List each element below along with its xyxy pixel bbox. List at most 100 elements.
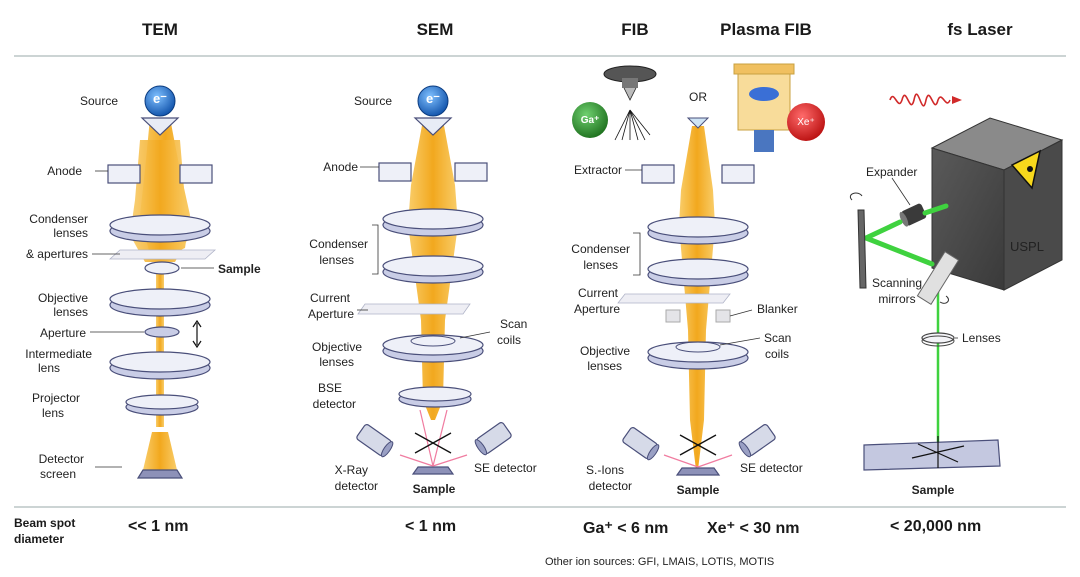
tem-anode-right (179, 164, 213, 184)
fib-extractor-label: Extractor (573, 163, 622, 177)
sem-source-glyph: e⁻ (425, 91, 441, 106)
tem-sample-holder (144, 261, 180, 275)
fib-condenser-lens-1 (647, 216, 749, 238)
tem-condenser-lens (109, 214, 211, 236)
fib-scan-coils (675, 341, 721, 353)
beam-spot-tem: << 1 nm (128, 518, 189, 535)
sem-se-detector-label: SE detector (474, 461, 537, 475)
header-fs-laser: fs Laser (947, 20, 1013, 39)
sem-scan-label-2: coils (497, 333, 522, 347)
xe-ion-ball (787, 103, 825, 141)
tem-beam-column (156, 262, 164, 427)
sem-signal-arrows (399, 409, 468, 467)
tem-projector-label-2: lens (41, 406, 64, 420)
tem-projector-label-1: Projector (31, 391, 80, 405)
tem-condenser-label-1: Condenser (29, 212, 88, 226)
sem-sample (411, 466, 455, 475)
sem-source-cone (413, 117, 453, 136)
fib-signal-arrows (663, 454, 733, 468)
tem-beam-cone (130, 140, 190, 262)
tem-detector-label-2: screen (39, 467, 76, 481)
sem-source-ball (417, 85, 449, 117)
sem-xray-label-1: X-Ray (334, 463, 368, 477)
sem-current-label-1: Current (309, 291, 350, 305)
sem-scan-label-1: Scan (500, 317, 528, 331)
tem-beam-projection (143, 432, 177, 470)
tem-objective-label-2: lenses (53, 305, 88, 319)
tem-intermediate-label-2: lens (37, 361, 60, 375)
fib-se-detector-label: SE detector (740, 461, 803, 475)
tem-aperture-plate (108, 249, 217, 260)
scanning-mirror-1 (857, 209, 867, 289)
laser-scanning-label-1: Scanning (871, 276, 923, 290)
fib-objective-label-1: Objective (579, 344, 630, 358)
tem-detector-screen (136, 469, 184, 479)
fib-sions-label-1: S.-Ions (585, 463, 624, 477)
sem-scan-cross-icon (414, 432, 452, 454)
fib-current-label-1: Current (577, 286, 618, 300)
tem-aperture-label: Aperture (39, 326, 86, 340)
beam-expander (899, 203, 927, 227)
fib-scan-label-1: Scan (764, 331, 792, 345)
tem-objective-label-1: Objective (37, 291, 88, 305)
header-fib: FIB (621, 20, 649, 39)
sem-objective-lens (382, 334, 484, 356)
sem-condenser-label-2: lenses (319, 253, 354, 267)
blanker-left (665, 309, 681, 323)
xe-ion-label: Xe⁺ (797, 117, 815, 128)
laser-warning-icon (1010, 149, 1042, 190)
tem-intermediate-lens (109, 351, 211, 373)
laser-expander-label: Expander (866, 165, 918, 179)
mirror-rotation-icon (849, 192, 863, 201)
header-sem: SEM (416, 20, 454, 39)
tem-source-cone (140, 117, 180, 136)
fib-condenser-label-2: lenses (583, 258, 618, 272)
fib-sions-label-2: detector (588, 479, 632, 493)
footnote: Other ion sources: GFI, LMAIS, LOTIS, MO… (545, 556, 775, 568)
beam-spot-laser: < 20,000 nm (890, 518, 982, 535)
fib-column (572, 63, 825, 476)
beam-spot-label-2: diameter (14, 532, 65, 546)
fib-blanker-label: Blanker (757, 302, 798, 316)
laser-lenses-label: Lenses (962, 331, 1001, 345)
sem-source-label: Source (353, 94, 392, 108)
tem-aperture (144, 326, 180, 338)
fib-scan-cross-icon (679, 434, 717, 456)
beam-spot-xe: Xe⁺ < 30 nm (707, 520, 800, 537)
tem-projector-lens (125, 394, 199, 410)
fib-sample (675, 467, 721, 476)
laser-scan-cross-icon (911, 436, 965, 468)
laser-column (849, 93, 1064, 471)
sem-scan-coils (410, 335, 456, 347)
fib-scan-label-2: coils (765, 347, 790, 361)
tem-aperture-arrow-icon (192, 319, 202, 349)
or-label: OR (689, 90, 707, 104)
sem-anode-label: Anode (323, 160, 358, 174)
laser-pulse-icon (889, 93, 951, 107)
fib-current-label-2: Aperture (573, 302, 620, 316)
sem-bse-label-2: detector (312, 397, 356, 411)
tem-column (90, 85, 217, 479)
beam-spot-label-1: Beam spot (14, 516, 76, 530)
fib-current-aperture (617, 293, 731, 304)
sem-sample-label: Sample (412, 482, 456, 496)
ga-ion-label: Ga⁺ (580, 115, 600, 126)
laser-sample-label: Sample (911, 483, 955, 497)
tem-anode-label: Anode (47, 164, 82, 178)
fib-source-tip (686, 117, 710, 129)
tem-objective-lens (109, 288, 211, 310)
blanker-right (715, 309, 731, 323)
tem-anode-left (107, 164, 141, 184)
laser-sample (863, 439, 1001, 471)
tem-condenser-label-2: lenses (53, 226, 88, 240)
sem-objective-label-1: Objective (311, 340, 362, 354)
sem-condenser-lens-2 (382, 255, 484, 277)
ga-emission-icon (614, 109, 651, 141)
tem-sample-label: Sample (218, 262, 261, 276)
sem-bse-detector (398, 386, 472, 402)
laser-beam (863, 203, 949, 267)
sem-condenser-label-1: Condenser (309, 237, 368, 251)
sem-current-aperture (357, 303, 471, 315)
fib-condenser-lens-2 (647, 258, 749, 280)
